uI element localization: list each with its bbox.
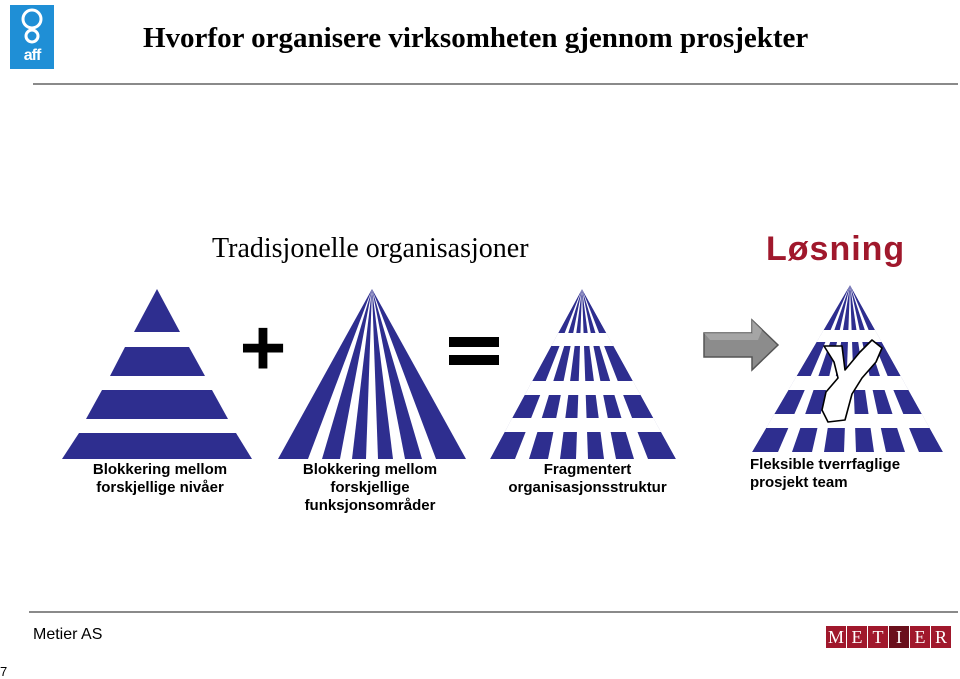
logo-rings-icon	[21, 8, 43, 44]
top-divider	[33, 83, 958, 85]
caption-line: Blokkering mellom	[302, 461, 438, 478]
caption-line: forskjellige	[330, 479, 410, 496]
brand-letter: T	[868, 626, 888, 648]
brand-letter: E	[910, 626, 930, 648]
page-number: 7	[0, 664, 8, 679]
team-shape-icon	[821, 339, 883, 423]
brand-letter: I	[889, 626, 909, 648]
pyramid-solution	[752, 285, 943, 452]
arrow-right-icon	[703, 318, 780, 372]
heading-traditional: Tradisjonelle organisasjoner	[212, 233, 529, 264]
bottom-divider	[29, 611, 958, 613]
pyramid-fragmented	[490, 289, 676, 459]
aff-logo: aff	[10, 5, 54, 69]
heading-solution: Løsning	[766, 230, 906, 268]
caption-line: prosjekt team	[750, 474, 848, 491]
caption-line: funksjonsområder	[304, 497, 436, 514]
pyramid-levels	[62, 289, 252, 459]
caption-line: organisasjonsstruktur	[508, 479, 667, 496]
pyramid-functions	[278, 289, 466, 459]
caption-fragmented: Fragmentert organisasjonsstruktur	[490, 461, 685, 497]
brand-letter: E	[847, 626, 867, 648]
equals-sign	[449, 337, 499, 365]
footer-company: Metier AS	[33, 626, 103, 643]
page-title: Hvorfor organisere virksomheten gjennom …	[143, 22, 809, 54]
brand-letter: M	[826, 626, 846, 648]
caption-line: forskjellige nivåer	[96, 479, 224, 496]
brand-letter: R	[931, 626, 951, 648]
caption-line: Fleksible tverrfaglige	[750, 456, 901, 473]
caption-levels: Blokkering mellom forskjellige nivåer	[60, 461, 260, 497]
logo-text: aff	[23, 47, 42, 64]
caption-functions: Blokkering mellom forskjellige funksjons…	[270, 461, 470, 515]
caption-line: Blokkering mellom	[92, 461, 228, 478]
plus-sign: +	[240, 303, 287, 392]
caption-line: Fragmentert	[543, 461, 632, 478]
caption-solution: Fleksible tverrfaglige prosjekt team	[750, 456, 940, 492]
metier-logo: M E T I E R	[826, 626, 951, 648]
